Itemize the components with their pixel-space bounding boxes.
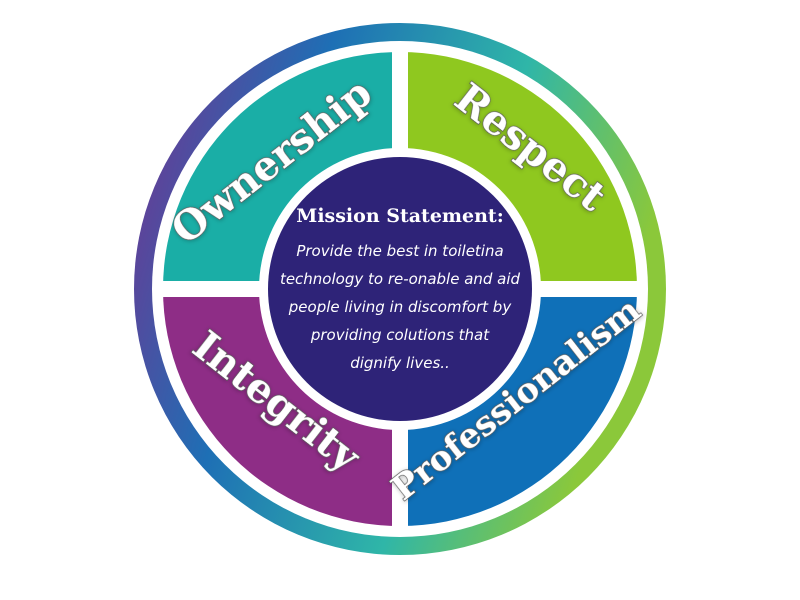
mission-line: providing colutions that bbox=[310, 326, 490, 344]
mission-center-circle bbox=[268, 157, 532, 421]
mission-line: technology to re-onable and aid bbox=[280, 270, 521, 288]
mission-line: dignify lives.. bbox=[350, 354, 450, 372]
mission-heading: Mission Statement: bbox=[296, 205, 503, 227]
mission-line: Provide the best in toiletina bbox=[296, 242, 503, 260]
mission-line: people living in discomfort by bbox=[288, 298, 513, 316]
